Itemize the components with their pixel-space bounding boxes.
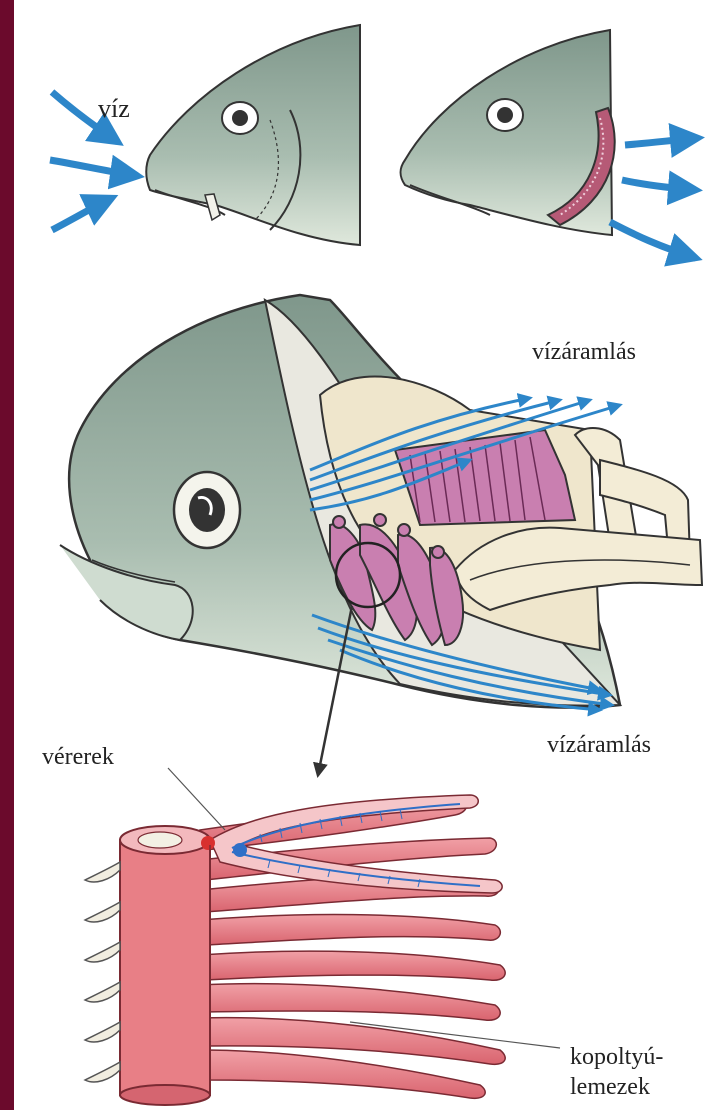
label-viz: víz bbox=[98, 96, 130, 122]
figure-frame: víz vízáramlás vízáramlás vérerek kopolt… bbox=[14, 0, 719, 1110]
label-vizaramlas-top: vízáramlás bbox=[532, 340, 636, 364]
label-kopoltyu-line2: lemezek bbox=[570, 1075, 650, 1099]
outgoing-water-arrows bbox=[610, 138, 698, 258]
fish-head-mouth-open bbox=[146, 25, 360, 245]
vererek-leader bbox=[168, 768, 225, 830]
label-vizaramlas-bottom: vízáramlás bbox=[547, 733, 651, 757]
fish-gill-diagram bbox=[14, 0, 719, 1110]
label-vererek: vérerek bbox=[42, 745, 114, 769]
label-kopoltyu-line1: kopoltyú- bbox=[570, 1045, 663, 1069]
gill-arch-closeup bbox=[85, 795, 505, 1105]
fish-head-gills-open bbox=[400, 30, 614, 235]
